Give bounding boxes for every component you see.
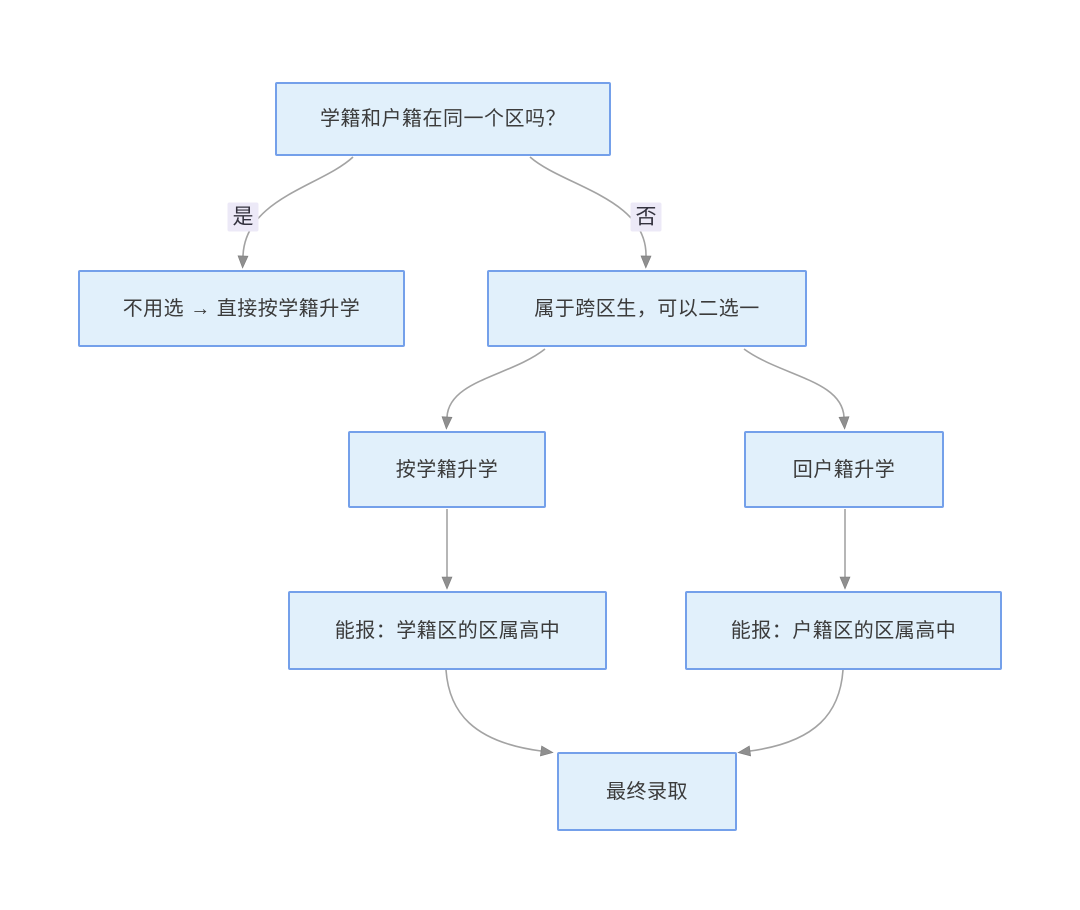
connector-question-to-direct-xueji: [237, 156, 354, 269]
node-xueji-schools: 能报：学籍区的区属高中: [288, 591, 607, 670]
edge-label-no: 否: [630, 202, 662, 232]
connector-question-to-cross-district: [529, 156, 652, 269]
connector-cross-to-by-xueji: [441, 348, 546, 430]
node-final-admission: 最终录取: [557, 752, 737, 831]
node-huji-schools: 能报：户籍区的区属高中: [685, 591, 1002, 670]
connector-huji-schools-to-final: [737, 669, 844, 757]
connector-cross-to-back-huji: [743, 348, 850, 430]
node-by-xueji: 按学籍升学: [348, 431, 546, 508]
node-question: 学籍和户籍在同一个区吗？: [275, 82, 611, 156]
connector-xueji-schools-to-final: [445, 669, 554, 757]
edge-label-yes: 是: [227, 202, 259, 232]
node-back-huji: 回户籍升学: [744, 431, 944, 508]
node-direct-xueji: 不用选 → 直接按学籍升学: [78, 270, 405, 347]
node-cross-district: 属于跨区生，可以二选一: [487, 270, 807, 347]
